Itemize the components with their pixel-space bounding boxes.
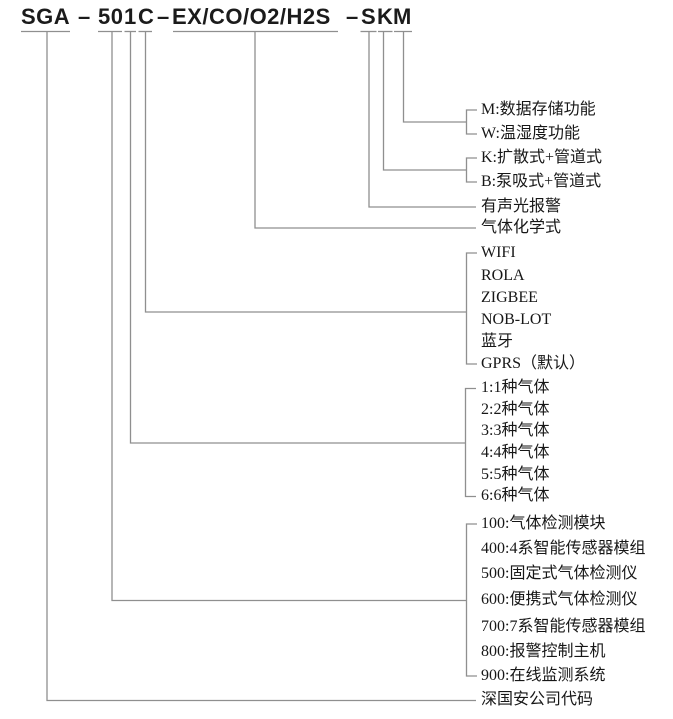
bracket-comm [465, 252, 477, 365]
code-gas-count: 1 [124, 4, 137, 29]
line-alarm-flag [368, 31, 476, 208]
code-comm: C [138, 4, 155, 29]
legend-series-900: 900:在线监测系统 [481, 667, 606, 684]
legend-series-500: 500:固定式气体检测仪 [481, 565, 638, 582]
legend-storage-m: M:数据存储功能 [481, 101, 596, 118]
line-gas-formula [254, 31, 476, 229]
legend-gas-formula: 气体化学式 [481, 219, 562, 236]
legend-comm-rola: ROLA [481, 267, 525, 284]
legend-comm-zigbee: ZIGBEE [481, 289, 538, 306]
legend-storage-w: W:温湿度功能 [481, 125, 580, 142]
legend-gas-count-3: 3:3种气体 [481, 422, 550, 439]
legend-gas-count-2: 2:2种气体 [481, 401, 550, 418]
legend-sampling-b: B:泵吸式+管道式 [481, 173, 602, 190]
code-gas-formula: EX/CO/O2/H2S [172, 4, 331, 29]
legend-company: 深国安公司代码 [481, 691, 594, 708]
legend-gas-count-1: 1:1种气体 [481, 379, 550, 396]
line-family [46, 31, 476, 702]
code-alarm-flag: S [361, 4, 377, 29]
code-separator-1: – [78, 4, 91, 29]
legend-gas-count-4: 4:4种气体 [481, 444, 550, 461]
line-series [111, 31, 467, 602]
legend-comm-gprs: GPRS（默认） [481, 355, 586, 372]
legend-series-100: 100:气体检测模块 [481, 515, 606, 532]
bracket-series [465, 523, 477, 677]
legend-comm-bluetooth: 蓝牙 [481, 333, 514, 350]
legend-gas-count-6: 6:6种气体 [481, 487, 550, 504]
code-storage-flag: M [393, 4, 412, 29]
code-sampling-flag: K [377, 4, 394, 29]
legend-alarm: 有声光报警 [481, 198, 562, 215]
line-comm [144, 31, 467, 313]
legend-series-400: 400:4系智能传感器模组 [481, 540, 646, 557]
legend-gas-count-5: 5:5种气体 [481, 466, 550, 483]
line-storage-flag [402, 31, 467, 123]
bracket-gas-count [464, 387, 476, 498]
bracket-sampling [465, 157, 477, 183]
legend-series-600: 600:便携式气体检测仪 [481, 591, 638, 608]
line-gas-count [129, 31, 466, 444]
code-separator-2: – [157, 4, 170, 29]
line-sampling-flag [382, 31, 467, 171]
legend-series-800: 800:报警控制主机 [481, 643, 606, 660]
legend-sampling-k: K:扩散式+管道式 [481, 149, 603, 166]
code-family: SGA [21, 4, 71, 29]
code-separator-3: – [346, 4, 359, 29]
code-series: 50 [98, 4, 124, 29]
legend-comm-wifi: WIFI [481, 244, 516, 261]
legend-comm-noblot: NOB-LOT [481, 311, 552, 328]
bracket-storage [465, 109, 477, 135]
legend-series-700: 700:7系智能传感器模组 [481, 618, 646, 635]
